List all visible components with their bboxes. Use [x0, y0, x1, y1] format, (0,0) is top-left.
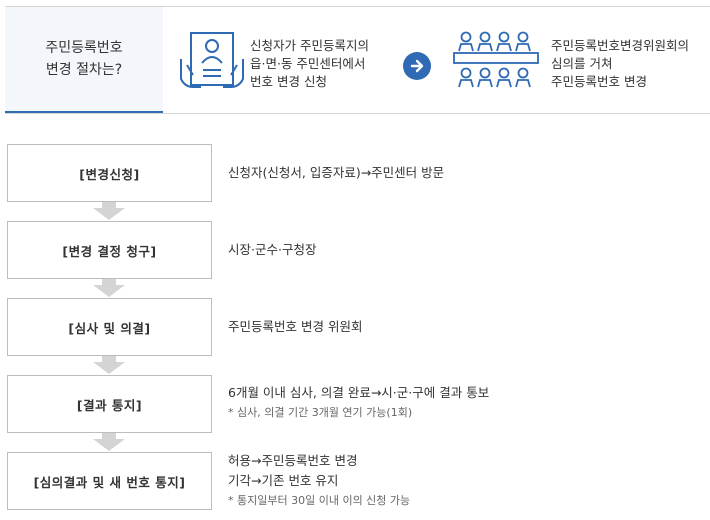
down-arrow-icon	[93, 202, 125, 220]
step-label: [결과 통지]	[76, 397, 143, 413]
arrow-right-icon	[403, 52, 431, 80]
step-description-line: 주민등록번호 변경 위원회	[228, 319, 363, 334]
applicant-document-icon	[177, 29, 247, 93]
committee-icon	[450, 27, 542, 93]
step-description: 주민등록번호 변경 위원회	[228, 317, 362, 337]
step-box-change-decision-request: [변경 결정 청구]	[7, 221, 212, 279]
banner-title-panel: 주민등록번호 변경 절차는?	[5, 7, 163, 113]
step-label: [심의결과 및 새 번호 통지]	[33, 474, 186, 490]
down-arrow-icon	[93, 433, 125, 451]
step-label: [변경 결정 청구]	[62, 243, 157, 259]
down-arrow-icon	[93, 279, 125, 297]
banner-title: 주민등록번호 변경 절차는?	[45, 40, 123, 78]
step-description-line: 신청자(신청서, 입증자료)→주민센터 방문	[228, 165, 445, 180]
step-label: [심사 및 의결]	[68, 320, 151, 336]
procedure-summary-banner: 주민등록번호 변경 절차는? 신청자가 주민등록지의 읍·면·동 주민센터에서 …	[5, 6, 710, 114]
step-box-result-notification: [결과 통지]	[7, 375, 212, 433]
step-box-change-application: [변경신청]	[7, 144, 212, 202]
step-note: * 심사, 의결 기간 3개월 연기 가능(1회)	[228, 406, 413, 419]
banner-step1-text: 신청자가 주민등록지의 읍·면·동 주민센터에서 번호 변경 신청	[250, 38, 369, 89]
step-description: 신청자(신청서, 입증자료)→주민센터 방문	[228, 163, 444, 183]
step-note: * 통지일부터 30일 이내 이의 신청 가능	[228, 494, 411, 507]
step-description-line: 허용→주민등록번호 변경	[228, 453, 358, 468]
step-description: 시장·군수·구청장	[228, 240, 316, 260]
step-description-line: 기각→기존 번호 유지	[228, 473, 339, 488]
down-arrow-icon	[93, 356, 125, 374]
step-description-line: 시장·군수·구청장	[228, 242, 317, 257]
step-description: 허용→주민등록번호 변경 기각→기존 번호 유지 * 통지일부터 30일 이내 …	[228, 451, 410, 511]
step-description-line: 6개월 이내 심사, 의결 완료→시·군·구에 결과 통보	[228, 385, 490, 400]
step-box-decision-new-number-notification: [심의결과 및 새 번호 통지]	[7, 452, 212, 510]
banner-step2-text: 주민등록번호변경위원회의 심의를 거쳐 주민등록번호 변경	[551, 38, 690, 89]
step-label: [변경신청]	[79, 166, 140, 182]
step-description: 6개월 이내 심사, 의결 완료→시·군·구에 결과 통보 * 심사, 의결 기…	[228, 383, 489, 423]
step-box-review-resolution: [심사 및 의결]	[7, 298, 212, 356]
